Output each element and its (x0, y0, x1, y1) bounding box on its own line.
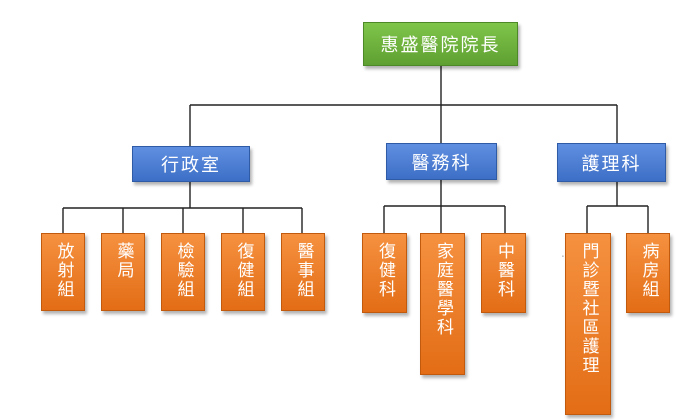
dept-label-administration: 行政室 (161, 155, 221, 176)
unit-box-rehabilitation-group: 復健組 (221, 233, 265, 311)
unit-label-laboratory: 檢驗組 (173, 242, 194, 299)
unit-box-medical-records: 醫事組 (281, 233, 325, 311)
dept-label-nursing: 護理科 (581, 153, 642, 175)
unit-box-radiology: 放射組 (41, 233, 85, 311)
unit-label-rehabilitation-dept: 復健科 (375, 242, 395, 299)
unit-box-rehabilitation-dept: 復健科 (362, 233, 407, 313)
unit-label-family-medicine: 家庭醫學科 (433, 242, 453, 337)
unit-box-family-medicine: 家庭醫學科 (420, 233, 465, 375)
root-box-hospital-director: 惠盛醫院院長 (363, 22, 518, 66)
unit-box-laboratory: 檢驗組 (161, 233, 205, 311)
unit-label-outpatient-community-nursing: 門診暨社區護理 (578, 242, 599, 375)
root-label: 惠盛醫院院長 (380, 35, 501, 56)
unit-label-chinese-medicine: 中醫科 (494, 242, 514, 299)
bullet-marker: . (561, 246, 565, 260)
unit-label-radiology: 放射組 (53, 242, 74, 299)
unit-label-pharmacy: 藥局 (113, 242, 134, 280)
unit-label-ward: 病房組 (638, 242, 659, 299)
dept-box-administration: 行政室 (132, 146, 250, 182)
unit-box-pharmacy: 藥局 (101, 233, 145, 311)
unit-box-ward: 病房組 (626, 233, 670, 313)
unit-label-medical-records: 醫事組 (293, 242, 314, 299)
dept-label-medical-affairs: 醫務科 (411, 152, 472, 174)
dept-box-nursing: 護理科 (557, 143, 666, 182)
unit-box-chinese-medicine: 中醫科 (481, 233, 526, 313)
unit-box-outpatient-community-nursing: . 門診暨社區護理 (561, 233, 611, 415)
unit-label-rehabilitation-group: 復健組 (233, 242, 254, 299)
dept-box-medical-affairs: 醫務科 (386, 143, 497, 180)
